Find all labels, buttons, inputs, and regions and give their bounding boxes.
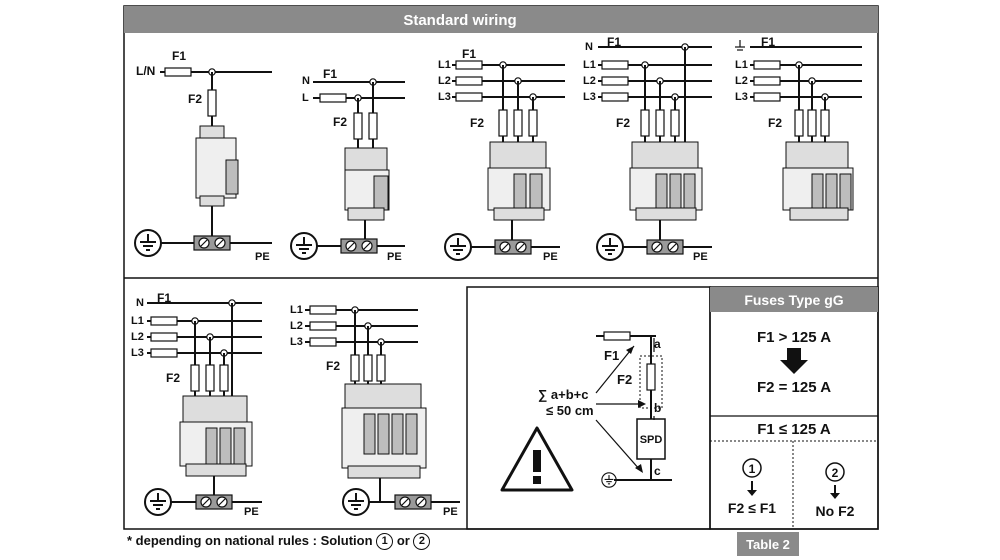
label-f2: F2: [326, 359, 340, 373]
spd-label: SPD: [640, 434, 663, 446]
label-l: L: [302, 92, 309, 104]
label-f2: F2: [617, 372, 632, 387]
label-f1: F1: [607, 35, 621, 49]
arrow-down-icon: [830, 485, 840, 499]
label-f2: F2: [333, 115, 347, 129]
footnote-text: * depending on national rules : Solution: [127, 533, 373, 548]
label-l2: L2: [438, 75, 451, 87]
footnote-option-1: 1: [376, 533, 394, 551]
ground-icon: [290, 232, 318, 260]
table-tag-bg: [737, 532, 799, 556]
ground-icon: [444, 233, 472, 261]
label-f1: F1: [157, 291, 171, 305]
label-l3: L3: [438, 91, 451, 103]
option-2-number: 2: [832, 466, 839, 480]
label-n: N: [585, 41, 593, 53]
label-f1: F1: [604, 348, 619, 363]
option-1-text: F2 ≤ F1: [728, 500, 776, 516]
option-1-number: 1: [749, 462, 756, 476]
rule-f1-gt: F1 > 125 A: [757, 329, 831, 346]
sum-line-1: ∑ a+b+c: [538, 387, 588, 402]
cable-length-detail: SPD F1 F2 a b c ∑ a+b+c ≤ 50 cm: [466, 286, 711, 530]
diagram-n-l: F1 N L F2 PE: [290, 67, 405, 263]
label-l1: L1: [583, 59, 596, 71]
label-pe: PE: [244, 506, 259, 518]
diagram-three-phase: F1 L1 L2 L3 F2 PE: [438, 47, 565, 263]
label-ln: L/N: [136, 64, 155, 78]
ground-icon: [134, 229, 162, 257]
ground-icon: [342, 488, 370, 516]
table-tag: Table 2: [746, 537, 790, 552]
label-f1: F1: [462, 47, 476, 61]
spd-device: [782, 141, 854, 221]
spd-device: [195, 125, 239, 207]
label-f2: F2: [470, 116, 484, 130]
fuses-table: Fuses Type gG F1 > 125 A F2 = 125 A F1 ≤…: [709, 286, 879, 530]
rule-f2-eq: F2 = 125 A: [757, 379, 831, 396]
label-c: c: [654, 464, 661, 478]
label-l2: L2: [131, 331, 144, 343]
rule-f1-le: F1 ≤ 125 A: [757, 421, 831, 438]
spd-device: [629, 141, 703, 221]
label-l3: L3: [583, 91, 596, 103]
label-l1: L1: [290, 304, 303, 316]
footnote: * depending on national rules : Solution…: [127, 533, 431, 551]
label-l3: L3: [131, 347, 144, 359]
label-l2: L2: [735, 75, 748, 87]
spd-device: [179, 395, 253, 477]
label-pe: PE: [543, 251, 558, 263]
fuses-table-title: Fuses Type gG: [744, 292, 843, 308]
label-pe: PE: [255, 251, 270, 263]
label-l1: L1: [131, 315, 144, 327]
warning-icon: [500, 426, 574, 492]
label-f2: F2: [768, 116, 782, 130]
diagram-three-phase-neutral: N F1 L1 L2 L3 F2 PE: [583, 35, 712, 263]
label-b: b: [654, 401, 661, 415]
footnote-option-2: 2: [413, 533, 431, 551]
ground-icon: [596, 233, 624, 261]
label-a: a: [654, 337, 661, 351]
footnote-or: or: [396, 533, 410, 548]
arrow-down-icon: [780, 348, 808, 374]
label-l3: L3: [735, 91, 748, 103]
spd-device: [341, 383, 427, 479]
label-f1: F1: [761, 35, 775, 49]
arrow-down-icon: [747, 481, 757, 496]
label-l1: L1: [735, 59, 748, 71]
label-f2: F2: [166, 371, 180, 385]
diagram-single-phase: L/N F1 F2 PE: [134, 49, 272, 263]
sum-line-2: ≤ 50 cm: [546, 403, 594, 418]
label-pe: PE: [443, 506, 458, 518]
label-f2: F2: [188, 92, 202, 106]
diagram-bottom-three-phase: L1 L2 L3 F2 PE: [290, 304, 460, 518]
diagram-it-system: F1 L1 L2 L3 F2: [735, 35, 862, 221]
label-l3: L3: [290, 336, 303, 348]
spd-device: [487, 141, 551, 221]
label-n: N: [302, 75, 310, 87]
label-l1: L1: [438, 59, 451, 71]
label-l2: L2: [290, 320, 303, 332]
diagram-bottom-neutral: N F1 L1 L2 L3 F2 PE: [131, 291, 262, 518]
option-2-text: No F2: [816, 503, 855, 519]
label-f1: F1: [323, 67, 337, 81]
label-n: N: [136, 297, 144, 309]
earth-icon: [735, 40, 745, 51]
label-pe: PE: [387, 251, 402, 263]
label-l2: L2: [583, 75, 596, 87]
ground-icon: [144, 488, 172, 516]
spd-device: [344, 147, 390, 221]
label-f2: F2: [616, 116, 630, 130]
header-bar: [124, 6, 878, 33]
label-f1: F1: [172, 49, 186, 63]
label-pe: PE: [693, 251, 708, 263]
page-title: Standard wiring: [403, 12, 516, 29]
